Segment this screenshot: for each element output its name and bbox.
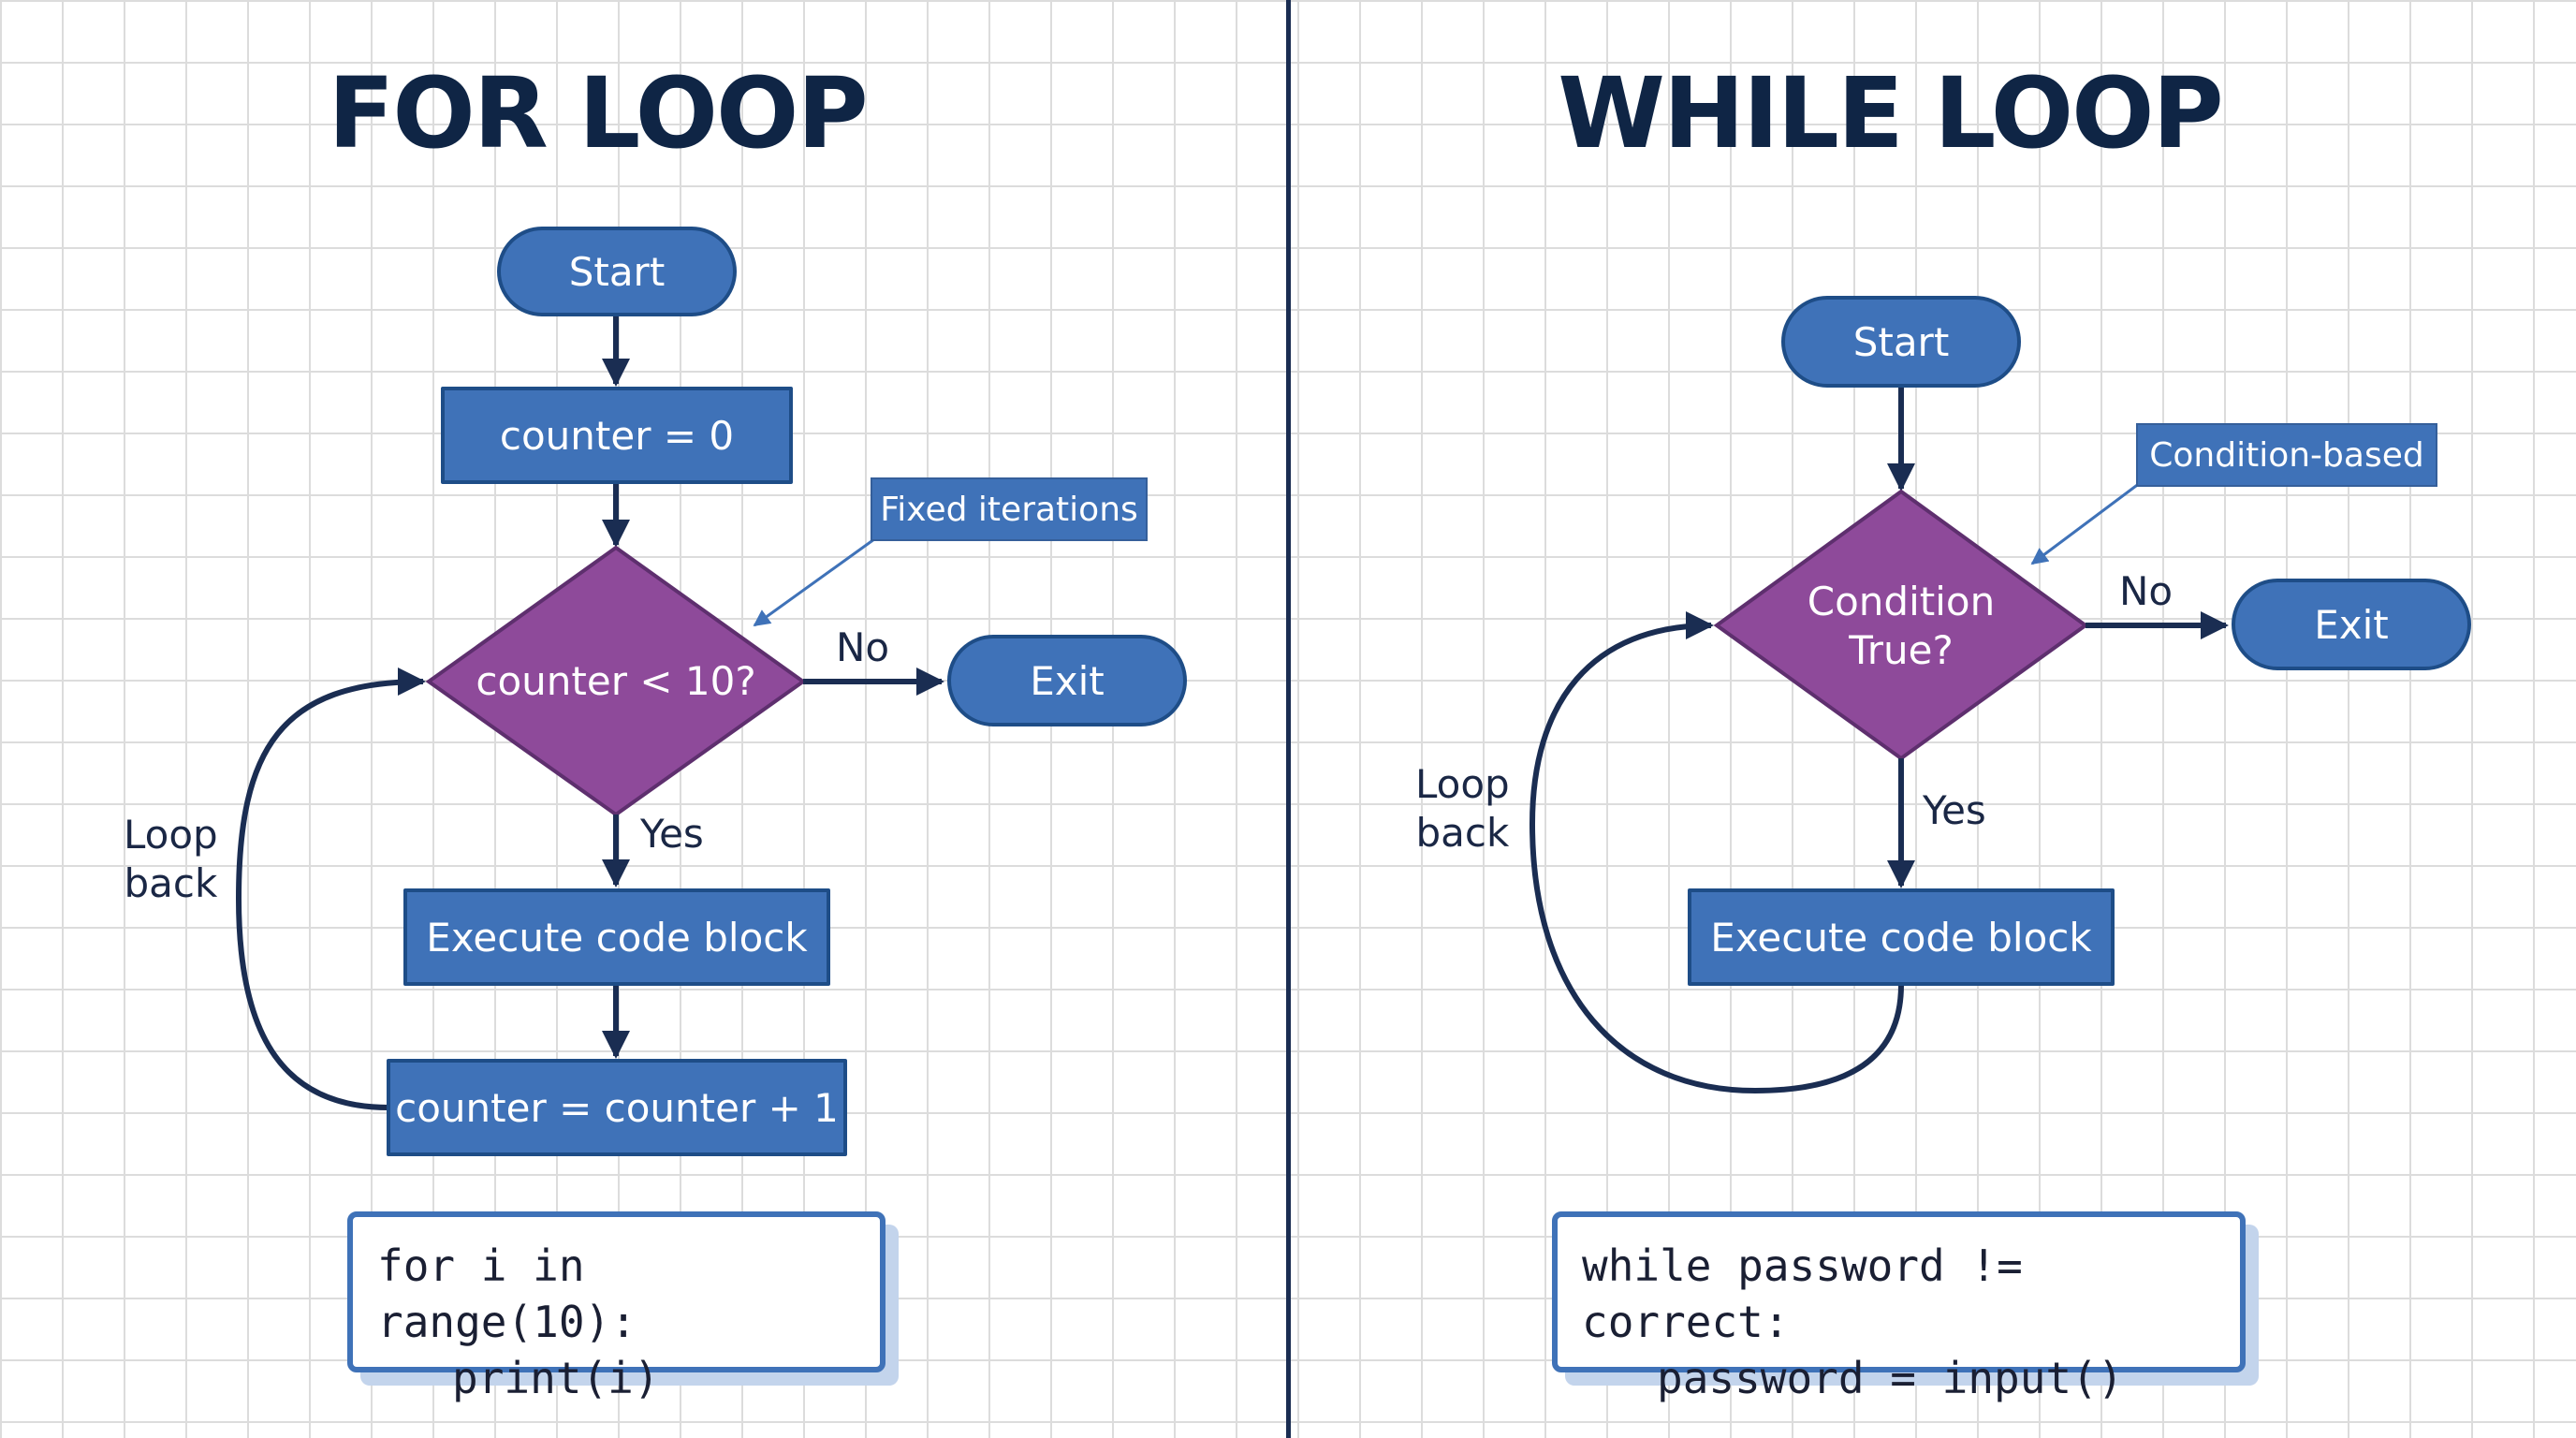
while-body-node: Execute code block — [1688, 888, 2115, 986]
for-condition-label: counter < 10? — [476, 658, 756, 704]
for-condition-note: Fixed iterations — [871, 477, 1148, 541]
while-loop-title: WHILE LOOP — [1558, 56, 2224, 170]
while-exit-node: Exit — [2232, 579, 2471, 670]
while-note-pointer — [2030, 481, 2141, 565]
for-loop-back-label-line1: Loop — [124, 812, 218, 858]
for-body-node: Execute code block — [403, 888, 830, 986]
while-condition-note: Condition-based — [2136, 423, 2437, 487]
for-code-snippet: for i in range(10): print(i) — [347, 1211, 886, 1403]
for-exit-node: Exit — [947, 635, 1187, 726]
while-code-line2: password = input() — [1657, 1353, 2124, 1403]
while-loop-back-arrow — [1529, 611, 1904, 1094]
for-init-node: counter = 0 — [441, 387, 793, 484]
panel-divider — [1286, 0, 1291, 1438]
while-start-node: Start — [1781, 296, 2021, 388]
for-code-line2: print(i) — [452, 1353, 660, 1403]
while-loop-back-label: Loop back — [1415, 760, 1510, 858]
for-code-line1: for i in range(10): — [377, 1240, 637, 1347]
for-loop-panel: FOR LOOP Start counter = 0 counter < 10?… — [124, 56, 1187, 1403]
while-loop-back-label-line1: Loop — [1415, 761, 1510, 807]
while-loop-panel: WHILE LOOP Start Condition-based Conditi… — [1288, 0, 2576, 1438]
for-yes-label: Yes — [640, 811, 704, 857]
for-loop-back-arrow — [235, 668, 426, 1110]
for-start-node: Start — [497, 227, 737, 316]
while-code-snippet: while password != correct: password = in… — [1552, 1211, 2246, 1403]
while-condition-label-line1: Condition — [1807, 579, 1996, 624]
while-no-label: No — [2119, 568, 2174, 614]
while-condition-label: Condition True? — [1717, 575, 2086, 678]
while-code-line1: while password != correct: — [1582, 1240, 2023, 1347]
while-condition-label-line2: True? — [1849, 627, 1954, 673]
for-increment-node: counter = counter + 1 — [387, 1059, 847, 1156]
for-note-pointer — [753, 537, 875, 627]
for-loop-back-label-line2: back — [124, 860, 218, 906]
for-loop-title: FOR LOOP — [328, 56, 868, 170]
for-loop-back-label: Loop back — [124, 811, 218, 908]
while-yes-label: Yes — [1923, 787, 1986, 833]
for-no-label: No — [836, 624, 890, 670]
while-loop-back-label-line2: back — [1415, 810, 1510, 856]
